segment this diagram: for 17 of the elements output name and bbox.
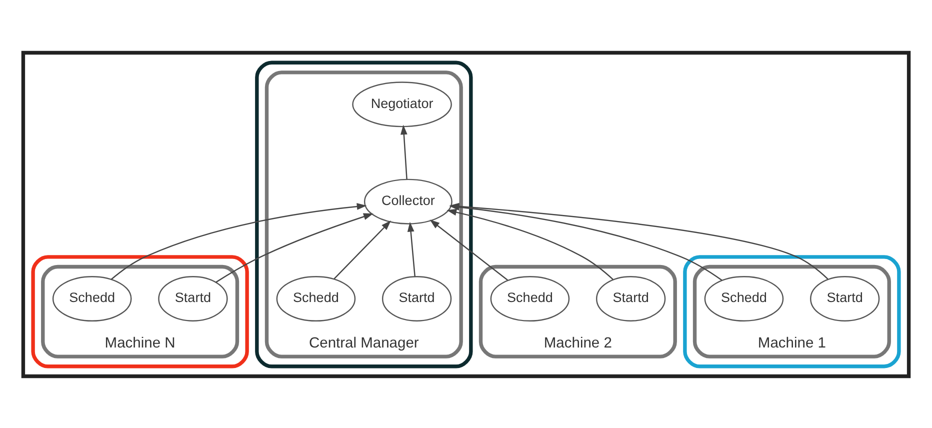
arrow: [334, 220, 391, 279]
node-ellipse: Negotiator: [352, 81, 452, 127]
cluster: [21, 50, 911, 378]
node-ellipse: Startd: [382, 276, 452, 321]
node-ellipse: Schedd: [276, 276, 356, 321]
arrow: [446, 208, 614, 280]
node-ellipse: Startd: [810, 276, 880, 321]
arrow: [216, 212, 374, 282]
node-ellipse: Schedd: [704, 276, 784, 321]
node-ellipse: Schedd: [490, 276, 570, 321]
cluster: [31, 254, 249, 368]
arrow: [407, 221, 416, 276]
arrow: [400, 124, 408, 179]
cluster: [683, 254, 901, 368]
node-ellipse: Schedd: [52, 276, 132, 321]
node-ellipse: Startd: [596, 276, 666, 321]
node-ellipse: Startd: [158, 276, 228, 321]
